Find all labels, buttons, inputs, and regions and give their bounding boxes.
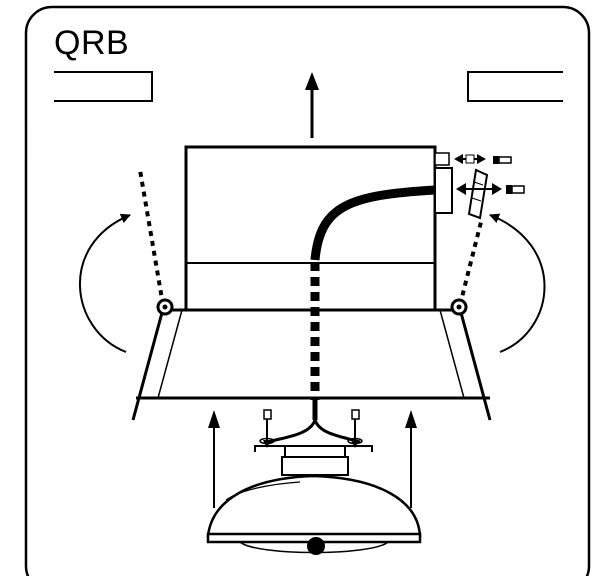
diagram-frame [24, 5, 591, 576]
screw-icon-2 [506, 185, 525, 194]
lamp-bracket [254, 445, 373, 476]
spring-arm-right [458, 308, 492, 421]
push-up-arrow-right [405, 410, 417, 508]
bracket-screw-right [347, 409, 363, 448]
model-label: QRB [54, 24, 130, 62]
lamp-fixture [206, 474, 422, 555]
hinge-left [156, 298, 174, 316]
screw-arrow-top [454, 154, 486, 164]
terminal-block [434, 152, 453, 214]
screw-icon [493, 156, 512, 164]
bracket-screw-left [259, 409, 275, 448]
power-cable [267, 185, 436, 444]
ceiling-cutout-left [54, 71, 153, 102]
hinge-right [450, 298, 468, 316]
ceiling-cutout-right [467, 71, 563, 102]
spring-arm-left [131, 308, 165, 421]
rotate-arrow-left [79, 213, 131, 353]
spring-arm-left-raised [138, 169, 165, 306]
screw-arrow-mid [456, 183, 502, 195]
rotate-arrow-right [489, 213, 546, 353]
spring-arm-right-raised [458, 217, 484, 306]
insert-up-arrow [305, 72, 319, 138]
push-up-arrow-left [208, 410, 220, 508]
clamp-bracket [467, 168, 489, 220]
